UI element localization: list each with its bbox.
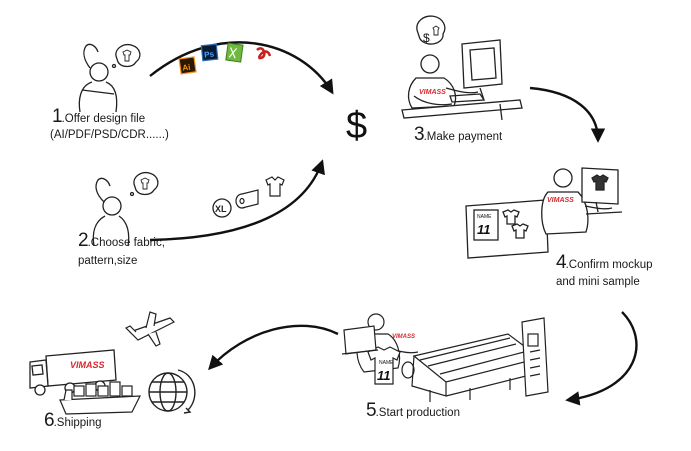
step-2-sub: pattern,size [78,255,138,267]
step-1-sub: (AI/PDF/PSD/CDR......) [50,129,169,141]
shipping-icons: VIMASS [29,311,196,415]
arrow-step2-to-payment [149,159,325,242]
tshirt-icon [265,176,285,197]
person-thinking-1 [78,43,141,113]
step-6-label: 6.Shipping [44,411,102,430]
svg-text:$: $ [423,31,430,45]
file-type-icons: Ai Ps [178,42,272,75]
truck-icon [29,349,117,396]
brand-logo-production: VIMASS [392,334,415,340]
ps-file-icon: Ps [200,43,219,62]
step-6-number: 6 [44,410,55,431]
shirt-name-production: NAME [379,360,394,366]
person-thinking-2 [92,172,159,247]
arrow-confirm-to-production [565,311,638,406]
svg-text:Ps: Ps [204,49,215,59]
pdf-file-icon [256,47,272,60]
airplane-icon [124,311,176,347]
brand-logo-payment: VIMASS [419,89,446,96]
step-2-label: 2.Choose fabric, [78,231,165,250]
svg-text:XL: XL [215,204,227,214]
step-3-label: 3.Make payment [414,125,503,144]
globe-icon [148,369,196,414]
step-1-number: 1 [52,106,63,127]
step-4-sub: and mini sample [556,276,640,288]
size-tag-icon: XL [212,198,232,218]
person-at-computer: $ [401,15,523,121]
step-2-text: .Choose fabric, [87,237,165,249]
brand-logo-truck: VIMASS [70,360,105,370]
ai-file-icon: Ai [178,56,197,75]
shirt-number-production: 11 [377,368,391,383]
step-1-label: 1.Offer design file [52,107,146,126]
brand-logo-confirm: VIMASS [547,197,574,204]
step-6-text: .Shipping [53,417,102,429]
step-4-label: 4.Confirm mockup [556,253,653,272]
fabric-roll-icon [235,189,259,209]
step-5-label: 5.Start production [366,401,460,420]
arrow-payment-to-confirm [529,86,606,143]
cdr-file-icon [225,42,244,63]
arrow-production-to-shipping [208,324,339,371]
step-5-text: .Start production [375,407,460,419]
ship-icon [59,381,141,415]
svg-text:11: 11 [477,222,491,237]
svg-text:NAME: NAME [477,214,492,220]
person-confirming-mockup: NAME 11 [465,167,623,259]
step-3-number: 3 [414,124,425,145]
svg-text:Ai: Ai [182,63,191,73]
production-machine [341,313,549,402]
step-1-text: .Offer design file [61,113,146,125]
fabric-size-icons: XL [212,176,285,218]
step-4-text: .Confirm mockup [565,259,653,271]
step-4-number: 4 [556,252,567,273]
dollar-sign: $ [346,105,367,147]
step-5-number: 5 [366,400,377,421]
arrow-step1-to-payment [149,41,334,95]
step-2-number: 2 [78,230,89,251]
step-3-text: .Make payment [423,131,503,143]
